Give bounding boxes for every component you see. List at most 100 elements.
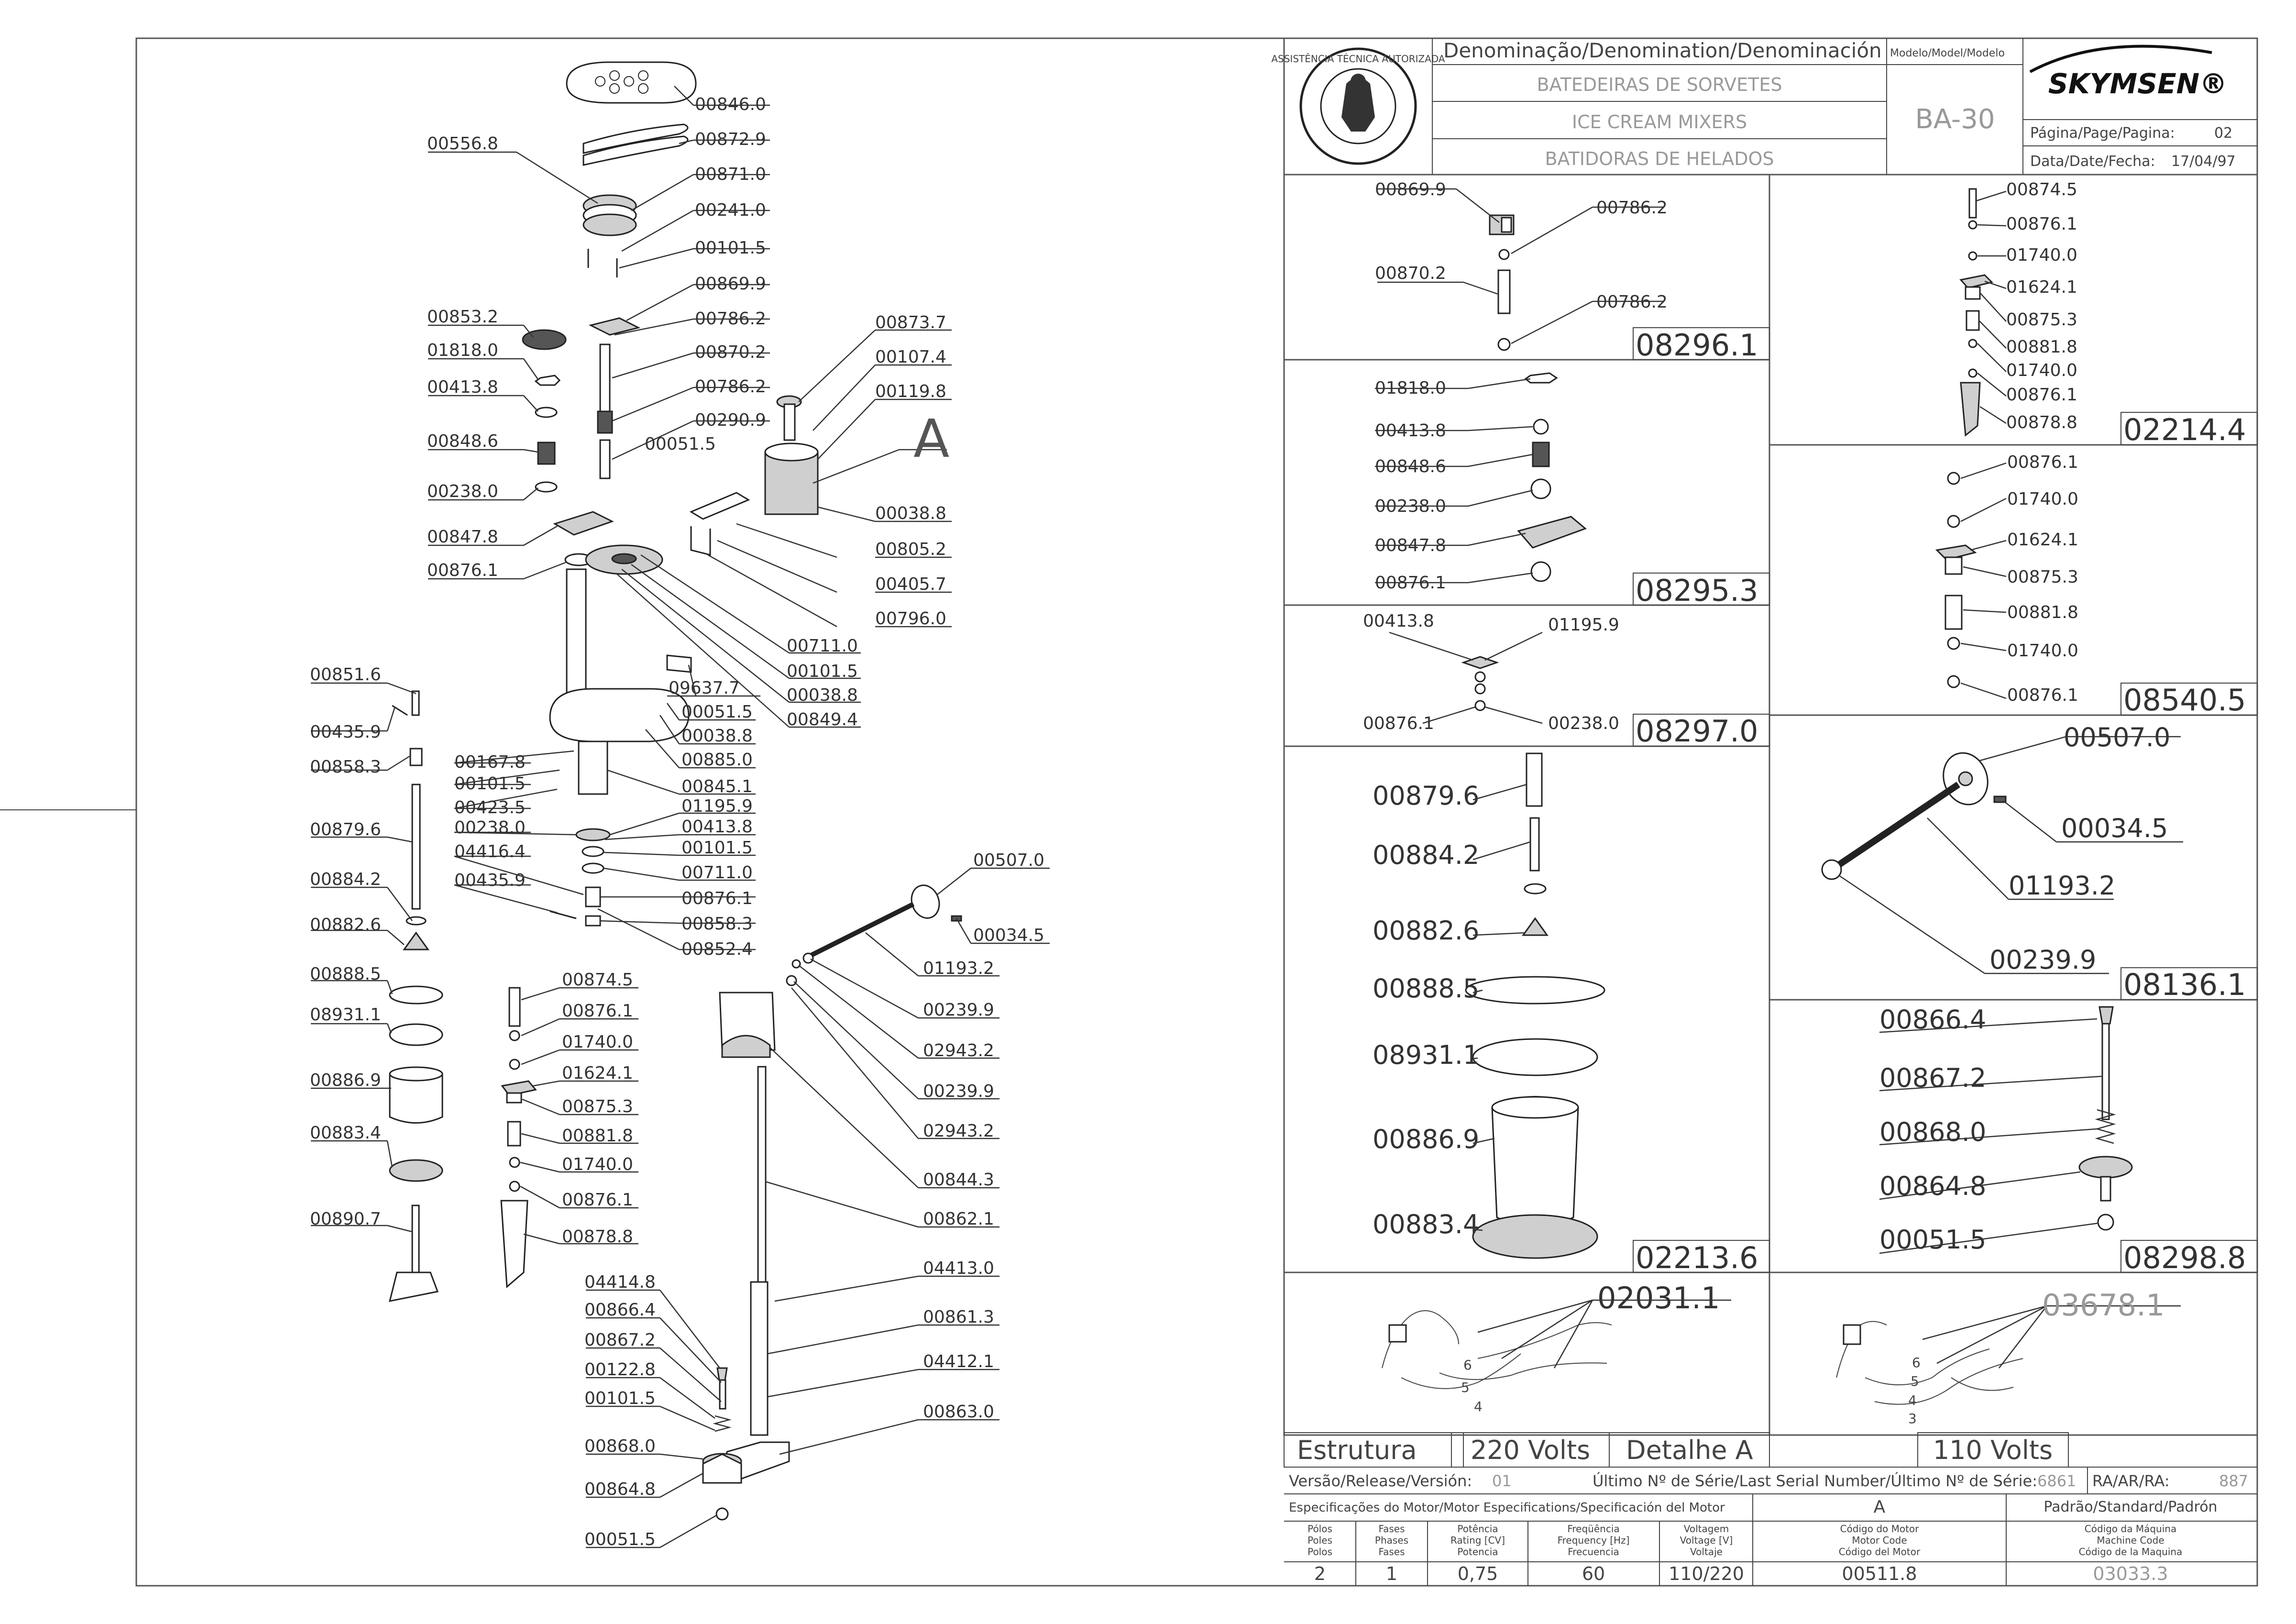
wire-number: 5 — [1911, 1373, 1919, 1389]
wire-number: 4 — [1908, 1392, 1917, 1408]
standard-label: Padrão/Standard/Padrón — [2043, 1499, 2217, 1515]
label: 00851.6 — [310, 665, 381, 685]
release-label: Versão/Release/Versión: — [1289, 1472, 1472, 1490]
label: 00848.6 — [1375, 457, 1446, 476]
detail-code: 02213.6 — [1636, 1240, 1758, 1275]
label: 01193.2 — [923, 959, 994, 978]
label: 00167.8 — [454, 752, 526, 772]
voltage-value: 110/220 — [1669, 1563, 1744, 1584]
brand-logo: SKYMSEN® — [2029, 44, 2227, 100]
label: 00858.3 — [310, 757, 381, 777]
brand-name: SKYMSEN® — [2048, 67, 2227, 100]
wiring-220v: 6 5 4 02031.1 — [1382, 1281, 1731, 1414]
label: 00038.8 — [681, 726, 753, 746]
label: 00853.2 — [427, 307, 498, 327]
label: 00507.0 — [973, 851, 1044, 870]
spec-header-line: Motor Code — [1852, 1535, 1907, 1546]
motor-code-value: 00511.8 — [1842, 1563, 1917, 1584]
label: 00871.0 — [695, 165, 766, 184]
label: 00864.8 — [584, 1480, 656, 1499]
label: 00876.1 — [1363, 714, 1434, 733]
spec-header-line: Frecuencia — [1568, 1546, 1619, 1558]
label: 00405.7 — [875, 574, 946, 594]
label: 00869.9 — [695, 274, 766, 294]
spec-header-line: Código del Motor — [1839, 1546, 1921, 1558]
label: 00870.2 — [695, 342, 766, 362]
label: 00051.5 — [1879, 1225, 1986, 1255]
label: 00881.8 — [2006, 337, 2077, 357]
name-en: ICE CREAM MIXERS — [1572, 111, 1747, 133]
column-a-label: A — [1874, 1497, 1886, 1517]
label: 00711.0 — [787, 636, 858, 656]
label: 00845.1 — [681, 777, 753, 796]
spec-header-line: Frequency [Hz] — [1558, 1535, 1630, 1546]
detail-box-08295: 01818.0 00413.8 00848.6 00238.0 00847.8 … — [1375, 372, 1770, 608]
detail-box-02213: 00879.6 00884.2 00882.6 00888.5 08931.1 … — [1373, 752, 1770, 1275]
wire-number: 6 — [1912, 1355, 1921, 1370]
detail-box-08296: 00869.9 00786.2 00870.2 00786.2 08296.1 — [1375, 180, 1770, 363]
label: 01740.0 — [2006, 245, 2077, 265]
label: 00890.7 — [310, 1209, 381, 1229]
label: 00241.0 — [695, 200, 766, 220]
detail-code: 02214.4 — [2123, 412, 2246, 447]
label: 00888.5 — [310, 964, 381, 984]
label: 00881.8 — [2007, 603, 2078, 622]
label: 00239.9 — [923, 1000, 994, 1020]
label: 00869.9 — [1375, 180, 1446, 199]
label: 00051.5 — [584, 1530, 656, 1549]
spec-header-line: Fases — [1378, 1523, 1405, 1535]
label: 00882.6 — [1373, 916, 1479, 946]
label: 00238.0 — [1548, 714, 1619, 733]
label: 01818.0 — [1375, 378, 1446, 398]
label: 01740.0 — [2007, 641, 2078, 661]
label: 00878.8 — [2006, 413, 2077, 432]
label: 00239.9 — [1989, 945, 2096, 975]
label: 00413.8 — [427, 377, 498, 397]
spec-header-line: Código da Máquina — [2085, 1523, 2176, 1535]
label: 00884.2 — [1373, 840, 1479, 870]
detail-code: 08295.3 — [1636, 573, 1758, 608]
detail-box-08297: 00413.8 01195.9 00876.1 00238.0 08297.0 — [1363, 611, 1770, 749]
label: 01818.0 — [427, 341, 498, 360]
label: 00413.8 — [681, 817, 753, 837]
label: 08931.1 — [310, 1005, 381, 1025]
detail-a-label: Detalhe A — [1626, 1435, 1753, 1465]
label: 04413.0 — [923, 1259, 994, 1278]
badge-text: ASSISTÊNCIA TÉCNICA AUTORIZADA — [1271, 53, 1445, 65]
label: 00876.1 — [2007, 685, 2078, 705]
label: 00870.2 — [1375, 264, 1446, 283]
label: 04412.1 — [923, 1352, 994, 1371]
label: 00847.8 — [1375, 536, 1446, 555]
machine-code-value: 03033.3 — [2093, 1563, 2168, 1584]
label: 00868.0 — [1879, 1117, 1986, 1147]
label: 00847.8 — [427, 527, 498, 547]
label: 01624.1 — [562, 1063, 633, 1083]
label: 00051.5 — [681, 702, 753, 722]
poles-value: 2 — [1314, 1563, 1326, 1584]
spec-header-line: Código de la Maquina — [2079, 1546, 2183, 1558]
label: 00805.2 — [875, 540, 946, 559]
label: 00861.3 — [923, 1307, 994, 1327]
motor-spec-label: Especificações do Motor/Motor Especifica… — [1289, 1501, 1725, 1515]
spec-header-line: Voltaje — [1690, 1546, 1723, 1558]
label: 00507.0 — [2064, 722, 2170, 752]
label: 00879.6 — [1373, 781, 1479, 811]
label: 00122.8 — [584, 1360, 656, 1380]
label: 04416.4 — [454, 842, 526, 862]
date-value: 17/04/97 — [2171, 153, 2236, 170]
label: 00101.5 — [584, 1389, 656, 1408]
label: 00886.9 — [310, 1071, 381, 1090]
detail-box-02214: 00874.5 00876.1 01740.0 01624.1 00875.3 … — [1959, 180, 2258, 447]
name-es: BATIDORAS DE HELADOS — [1545, 148, 1774, 169]
label: 00882.6 — [310, 915, 381, 935]
spec-header-line: Polos — [1307, 1546, 1332, 1558]
label: 01195.9 — [681, 796, 753, 816]
model-value: BA-30 — [1915, 104, 1995, 135]
label: 00786.2 — [1596, 292, 1668, 312]
ra-label: RA/AR/RA: — [2092, 1472, 2170, 1490]
label: 00858.3 — [681, 914, 753, 934]
label: 00873.7 — [875, 313, 946, 332]
label: 00239.9 — [923, 1082, 994, 1101]
wiring-code: 02031.1 — [1597, 1281, 1720, 1315]
